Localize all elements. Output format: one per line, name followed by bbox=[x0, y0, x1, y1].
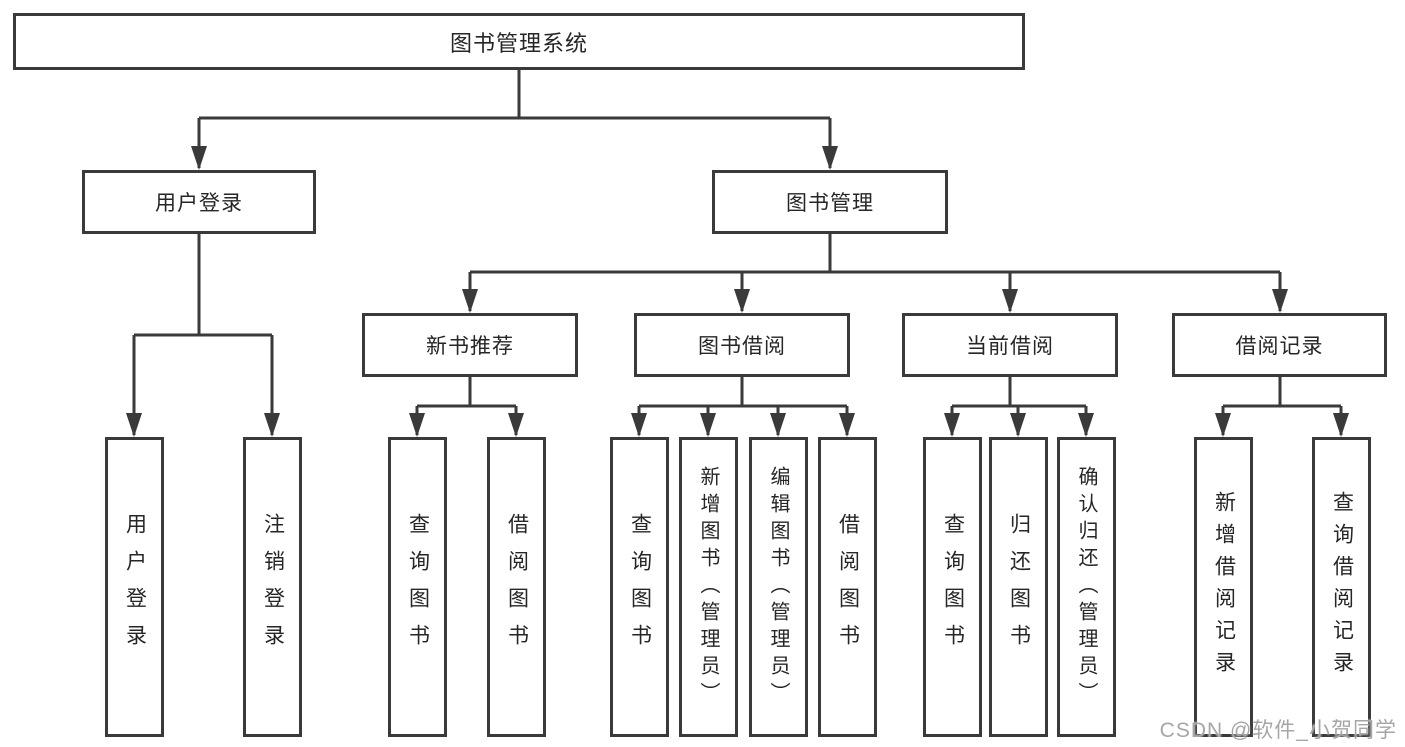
leaf-bb-add-book-admin-label: 新增图书（管理员） bbox=[697, 465, 719, 709]
node-user-login: 用户登录 bbox=[82, 170, 316, 234]
leaf-cb-return-book-label: 归还图书 bbox=[1007, 513, 1031, 661]
arrowhead bbox=[700, 413, 716, 437]
leaf-bb-edit-book-admin: 编辑图书（管理员） bbox=[749, 437, 808, 737]
arrowhead bbox=[191, 146, 207, 170]
node-current-borrow-label: 当前借阅 bbox=[966, 335, 1054, 358]
arrowhead bbox=[1333, 413, 1349, 437]
node-borrow-record: 借阅记录 bbox=[1172, 313, 1387, 377]
leaf-cb-query-book: 查询图书 bbox=[923, 437, 982, 737]
leaf-nbr-borrow-book-label: 借阅图书 bbox=[505, 513, 529, 661]
node-book-management-label: 图书管理 bbox=[786, 192, 874, 215]
leaf-cb-confirm-return-admin-label: 确认归还（管理员） bbox=[1075, 465, 1097, 709]
arrowhead bbox=[1078, 413, 1094, 437]
leaf-nbr-borrow-book: 借阅图书 bbox=[487, 437, 546, 737]
leaf-bb-add-book-admin: 新增图书（管理员） bbox=[679, 437, 738, 737]
arrowhead bbox=[770, 413, 786, 437]
node-user-login-label: 用户登录 bbox=[155, 192, 243, 215]
arrowhead bbox=[1215, 413, 1231, 437]
leaf-br-add-record-label: 新增借阅记录 bbox=[1212, 491, 1236, 683]
leaf-br-query-record-label: 查询借阅记录 bbox=[1330, 491, 1354, 683]
leaf-logout: 注销登录 bbox=[243, 437, 302, 737]
leaf-cb-query-book-label: 查询图书 bbox=[941, 513, 965, 661]
node-book-borrow-label: 图书借阅 bbox=[698, 335, 786, 358]
node-borrow-record-label: 借阅记录 bbox=[1235, 335, 1324, 358]
node-book-borrow: 图书借阅 bbox=[634, 313, 850, 377]
leaf-bb-borrow-book: 借阅图书 bbox=[818, 437, 877, 737]
leaf-bb-query-book: 查询图书 bbox=[610, 437, 669, 737]
leaf-user-login: 用户登录 bbox=[105, 437, 164, 737]
leaf-user-login-label: 用户登录 bbox=[123, 513, 147, 661]
leaf-nbr-query-book: 查询图书 bbox=[388, 437, 447, 737]
leaf-cb-return-book: 归还图书 bbox=[989, 437, 1048, 737]
leaf-bb-query-book-label: 查询图书 bbox=[628, 513, 652, 661]
arrowhead bbox=[126, 413, 142, 437]
node-root-system: 图书管理系统 bbox=[13, 13, 1025, 70]
arrowhead bbox=[462, 289, 478, 313]
node-root-system-label: 图书管理系统 bbox=[449, 30, 588, 56]
arrowhead bbox=[839, 413, 855, 437]
leaf-br-add-record: 新增借阅记录 bbox=[1194, 437, 1253, 737]
arrowhead bbox=[409, 413, 425, 437]
leaf-nbr-query-book-label: 查询图书 bbox=[406, 513, 430, 661]
node-new-book-recommend: 新书推荐 bbox=[362, 313, 578, 377]
node-new-book-recommend-label: 新书推荐 bbox=[426, 335, 514, 358]
arrowhead bbox=[631, 413, 647, 437]
arrowhead bbox=[264, 413, 280, 437]
arrowhead bbox=[734, 289, 750, 313]
arrowhead bbox=[1002, 289, 1018, 313]
node-book-management: 图书管理 bbox=[712, 170, 948, 234]
leaf-bb-edit-book-admin-label: 编辑图书（管理员） bbox=[767, 465, 789, 709]
leaf-cb-confirm-return-admin: 确认归还（管理员） bbox=[1057, 437, 1116, 737]
arrowhead bbox=[1272, 289, 1288, 313]
csdn-watermark: CSDN @软件_小贺同学 bbox=[1159, 719, 1397, 742]
leaf-logout-label: 注销登录 bbox=[261, 513, 285, 661]
arrowhead bbox=[944, 413, 960, 437]
leaf-bb-borrow-book-label: 借阅图书 bbox=[836, 513, 860, 661]
arrowhead bbox=[822, 146, 838, 170]
arrowhead bbox=[1010, 413, 1026, 437]
arrowhead bbox=[508, 413, 524, 437]
node-current-borrow: 当前借阅 bbox=[902, 313, 1118, 377]
leaf-br-query-record: 查询借阅记录 bbox=[1312, 437, 1371, 737]
